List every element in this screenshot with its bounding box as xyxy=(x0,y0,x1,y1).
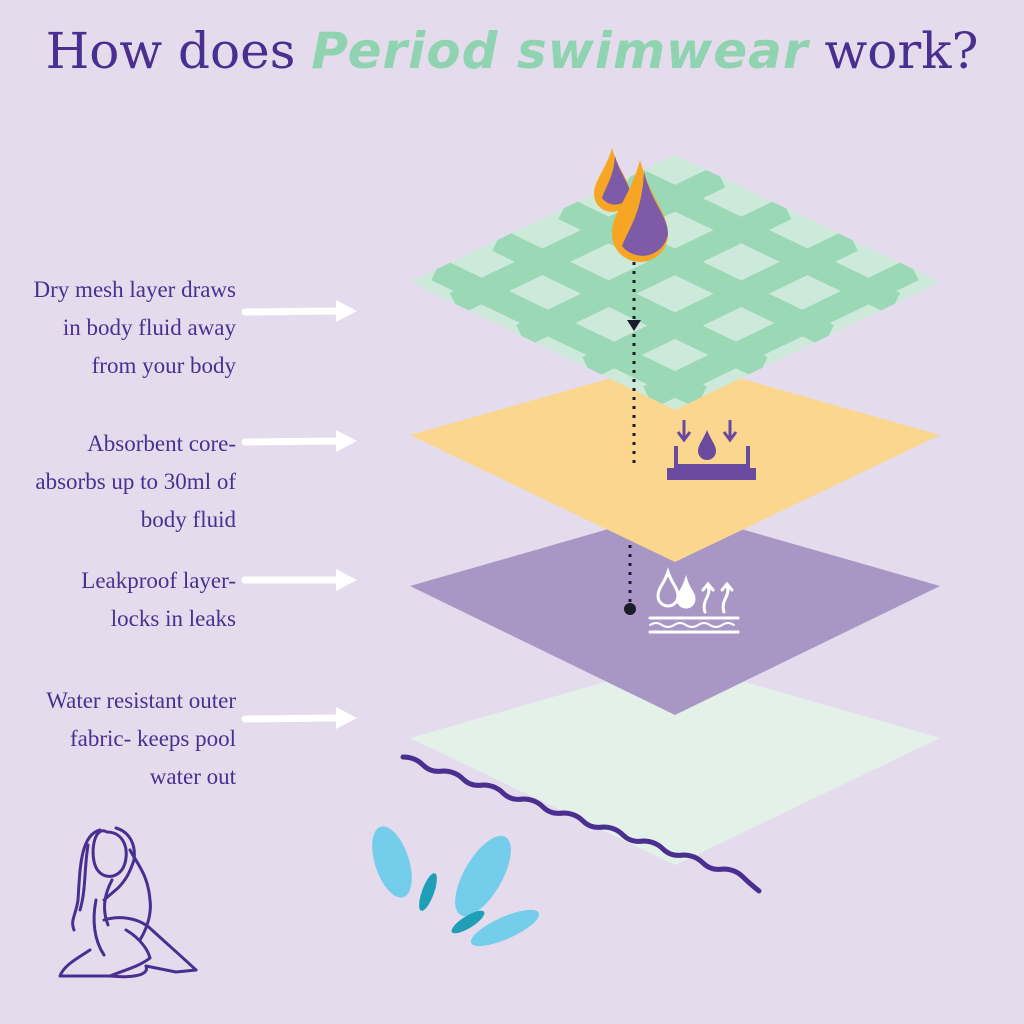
splash-decoration xyxy=(372,826,540,947)
label-outer-fabric: Water resistant outer fabric- keeps pool… xyxy=(0,682,236,796)
label-leakproof-layer: Leakproof layer- locks in leaks xyxy=(0,562,236,638)
label-absorbent-core: Absorbent core- absorbs up to 30ml of bo… xyxy=(0,425,236,539)
label-line: locks in leaks xyxy=(110,606,236,631)
mesh-stripe xyxy=(558,197,834,347)
label-line: from your body xyxy=(91,353,236,378)
page-title: How does Period swimwear work? xyxy=(0,22,1024,80)
droplet-icon xyxy=(612,160,668,262)
mesh-grid xyxy=(431,165,919,409)
arrow-icon-layer-1 xyxy=(241,300,357,322)
arrow-icon-layer-2 xyxy=(241,430,357,452)
label-line: Leakproof layer- xyxy=(81,568,236,593)
label-line: body fluid xyxy=(140,507,236,532)
mesh-stripe xyxy=(431,258,707,409)
title-prefix: How does xyxy=(45,22,296,80)
mesh-stripe xyxy=(516,197,792,347)
outer-fabric-layer xyxy=(410,662,940,865)
title-accent: Period swimwear xyxy=(311,22,809,80)
mesh-stripe xyxy=(492,229,768,379)
mesh-stripe xyxy=(449,165,726,315)
label-line: Absorbent core- xyxy=(87,431,236,456)
squiggle-decoration xyxy=(400,754,762,894)
moisture-wick-icon xyxy=(648,567,740,634)
label-line: Dry mesh layer draws xyxy=(33,277,236,302)
droplet-icon xyxy=(594,148,630,212)
label-line: fabric- keeps pool xyxy=(69,726,236,751)
mesh-stripe xyxy=(643,258,919,409)
label-line: absorbs up to 30ml of xyxy=(35,469,236,494)
leakproof-layer xyxy=(410,510,940,715)
mesh-layer xyxy=(410,155,940,410)
label-mesh-layer: Dry mesh layer draws in body fluid away … xyxy=(0,271,236,385)
label-line: Water resistant outer xyxy=(46,688,236,713)
mesh-stripe xyxy=(582,229,858,379)
label-line: in body fluid away xyxy=(62,315,236,340)
absorb-tray-icon xyxy=(667,420,756,480)
label-line: water out xyxy=(149,764,236,789)
flow-endpoint xyxy=(624,603,636,615)
arrow-icon-layer-3 xyxy=(241,569,357,591)
flow-arrowhead xyxy=(627,320,641,331)
arrow-icon-layer-4 xyxy=(241,707,357,729)
title-suffix: work? xyxy=(824,22,979,80)
woman-sitting-illustration xyxy=(58,826,198,979)
